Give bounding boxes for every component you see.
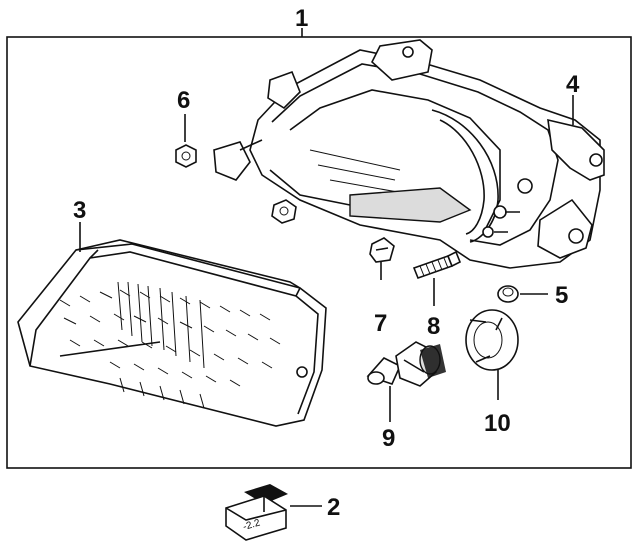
adjusting-screw-8: [412, 250, 462, 280]
callout-4: 4: [566, 71, 580, 98]
seal-ring-10: [465, 309, 519, 371]
callout-6: 6: [177, 87, 190, 114]
callout-1: 1: [295, 5, 308, 32]
assembly-frame: [6, 36, 632, 469]
callout-3: 3: [73, 197, 86, 224]
callout-9: 9: [382, 425, 395, 452]
callout-5: 5: [555, 282, 568, 309]
headlamp-lens-assembly: [17, 239, 327, 427]
headlamp-housing: [213, 39, 605, 269]
nut-6: [175, 144, 197, 168]
grommet-5: [497, 285, 519, 303]
callout-8: 8: [427, 313, 440, 340]
callout-2: 2: [327, 494, 340, 521]
label-bracket-2: -2.2: [225, 484, 288, 541]
callout-10: 10: [484, 410, 511, 437]
callout-7: 7: [374, 310, 387, 337]
clip-7: [369, 237, 395, 263]
bulb-9: [366, 341, 446, 387]
housing-nut: [271, 199, 297, 224]
label-stamp-text: -2.2: [242, 517, 262, 532]
